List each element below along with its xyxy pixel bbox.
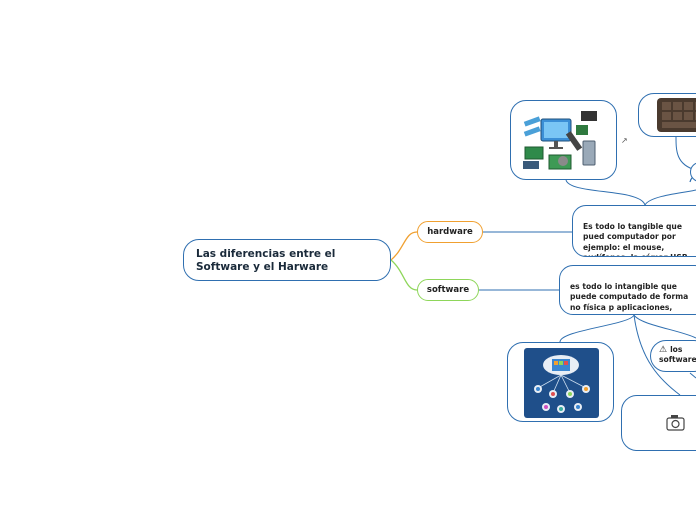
hardware-image-node[interactable] <box>510 100 617 180</box>
software-image-node[interactable] <box>507 342 614 422</box>
hardware-components-image <box>523 111 597 170</box>
software-description-text: es todo lo intangible que puede computad… <box>570 281 689 315</box>
software-branch[interactable]: software <box>417 279 479 301</box>
software-network-image <box>524 348 599 418</box>
software-description[interactable]: es todo lo intangible que puede computad… <box>559 265 696 315</box>
image-placeholder-node[interactable] <box>621 395 696 451</box>
hardware-branch[interactable]: hardware <box>417 221 483 243</box>
keyboard-image-node[interactable] <box>638 93 696 137</box>
camera-icon <box>666 415 685 431</box>
software-types-node[interactable]: ⚠los software <box>650 340 696 372</box>
hardware-description-text: Es todo lo tangible que pued computador … <box>583 221 691 257</box>
external-link-icon[interactable]: ↗ <box>621 136 628 145</box>
software-types-label: los software <box>659 345 696 364</box>
software-branch-label: software <box>426 285 470 295</box>
hardware-branch-label: hardware <box>427 227 473 237</box>
hardware-description[interactable]: Es todo lo tangible que pued computador … <box>572 205 696 257</box>
keyboard-image <box>657 98 696 132</box>
root-topic[interactable]: Las diferencias entre el Software y el H… <box>183 239 391 281</box>
root-topic-label: Las diferencias entre el Software y el H… <box>196 248 336 273</box>
warning-icon: ⚠ <box>659 345 668 355</box>
